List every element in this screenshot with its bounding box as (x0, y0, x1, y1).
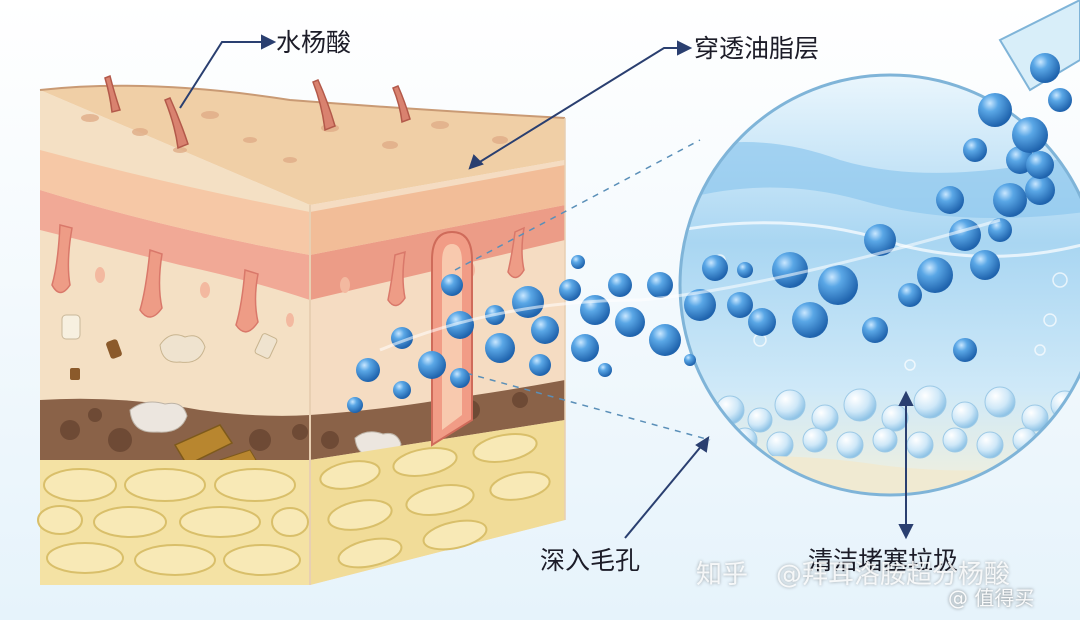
watermark-zhihu: 知乎 (696, 560, 749, 590)
skin-block (37, 74, 566, 585)
dermis-layer (40, 190, 310, 300)
watermark-author: @拜耳洛胺超分杨酸 (776, 560, 1011, 590)
bottle-top-right (963, 0, 1080, 179)
magnifier-ring (678, 73, 1080, 497)
label-deep-into-pores: 深入毛孔 (540, 546, 641, 575)
label-clean-clogged-debris: 清洁堵塞垃圾 (808, 546, 959, 575)
label-salicylic-acid: 水杨酸 (276, 28, 352, 57)
watermark-corner: @ 值得买 (948, 586, 1035, 610)
bubbles-inside (772, 146, 1055, 362)
label-arrows (179, 34, 914, 540)
label-penetrate-oil-layer: 穿透油脂层 (694, 34, 820, 63)
callout-lines (454, 139, 711, 441)
